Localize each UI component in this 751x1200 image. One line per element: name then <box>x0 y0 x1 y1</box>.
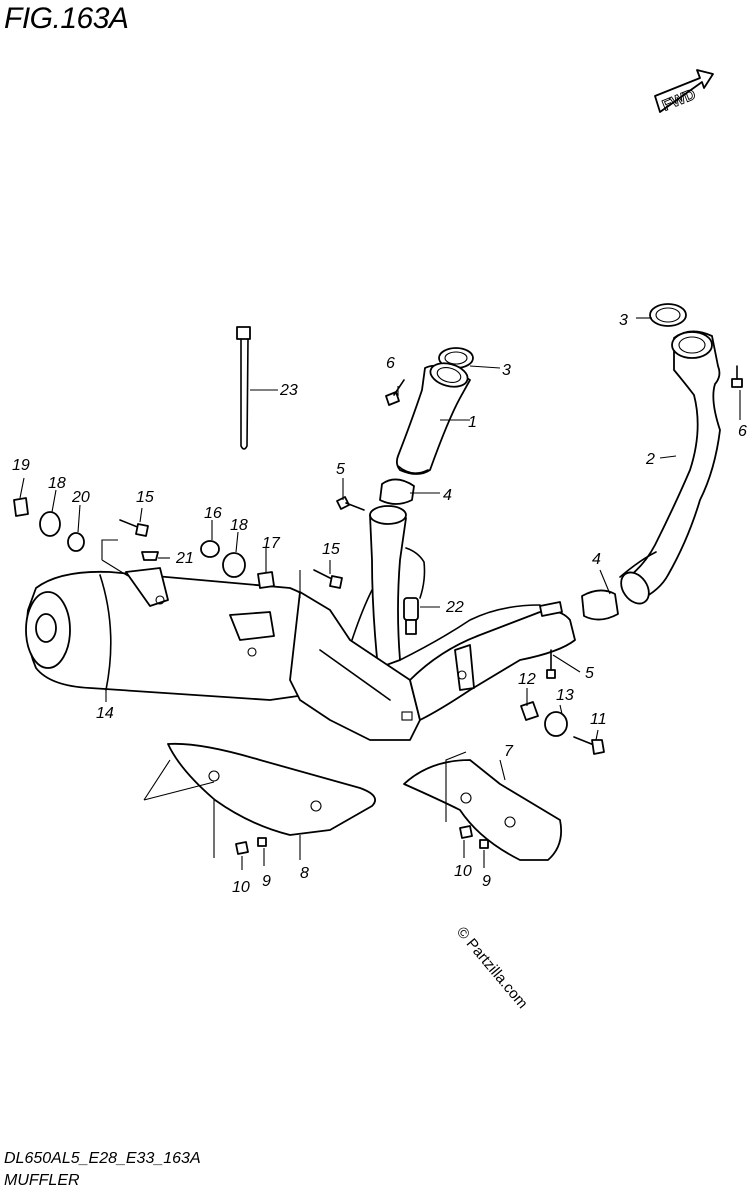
callout-3-center: 3 <box>502 362 511 379</box>
callout-5-right: 5 <box>585 665 594 682</box>
callout-8: 8 <box>300 865 309 882</box>
screw-part-9-left <box>257 837 267 847</box>
grommet-part-18-right <box>222 552 246 578</box>
collar-part-17 <box>257 571 275 589</box>
exhaust-pipe-part-2 <box>619 330 721 605</box>
callout-10-left: 10 <box>232 879 250 896</box>
nut-part-10-left <box>235 841 249 855</box>
grommet-part-13 <box>544 711 568 737</box>
callout-14: 14 <box>96 705 114 722</box>
callout-9-right: 9 <box>482 873 491 890</box>
callout-15-right: 15 <box>322 541 340 558</box>
bolt-part-5-center <box>336 496 365 511</box>
bolt-part-6-right <box>731 365 743 388</box>
figure-name: MUFFLER <box>4 1172 80 1189</box>
callout-17: 17 <box>262 535 281 552</box>
callout-10-right: 10 <box>454 863 472 880</box>
fwd-label: FWD <box>660 86 698 115</box>
callout-11: 11 <box>590 711 607 728</box>
figure-code: DL650AL5_E28_E33_163A <box>4 1150 201 1167</box>
gasket-part-3-right <box>649 303 687 327</box>
heat-shield-part-7 <box>403 759 563 861</box>
nut-part-10-right <box>459 825 473 839</box>
callout-6-right: 6 <box>738 423 747 440</box>
callout-4-right: 4 <box>592 551 601 568</box>
screw-part-9-right <box>479 839 489 849</box>
heat-shield-part-8 <box>167 742 376 836</box>
leader-lines <box>19 317 741 870</box>
muffler-part-14 <box>25 567 341 701</box>
grommet-part-18-left <box>39 511 61 537</box>
gasket-part-4-right <box>581 589 619 621</box>
callout-1: 1 <box>468 414 477 431</box>
washer-part-16 <box>200 540 220 558</box>
callout-3-right: 3 <box>619 312 628 329</box>
bolt-part-15-left <box>119 519 149 537</box>
callout-15-left: 15 <box>136 489 154 506</box>
center-pipe-assembly <box>351 505 541 669</box>
figure-title: FIG.163A <box>4 2 129 35</box>
callout-19: 19 <box>12 457 30 474</box>
callout-9-left: 9 <box>262 873 271 890</box>
callout-18-left: 18 <box>48 475 66 492</box>
callout-2: 2 <box>645 451 655 468</box>
callout-7: 7 <box>504 743 514 760</box>
bolt-part-6-center <box>385 379 405 406</box>
washer-part-20 <box>67 532 85 552</box>
callout-4-center: 4 <box>443 487 452 504</box>
fwd-arrow-icon: FWD <box>654 69 714 115</box>
callout-13: 13 <box>556 687 574 704</box>
callout-16: 16 <box>204 505 222 522</box>
callout-5-center: 5 <box>336 461 345 478</box>
exhaust-pipe-part-1 <box>395 362 471 475</box>
callout-labels: 1 2 3 3 4 4 5 5 6 6 7 8 9 9 10 10 11 12 … <box>12 312 747 896</box>
callout-23: 23 <box>279 382 298 399</box>
bolt-part-19 <box>13 497 29 517</box>
collar-part-12 <box>520 701 539 721</box>
callout-6-center: 6 <box>386 355 395 372</box>
sensor-part-22 <box>403 547 426 635</box>
clip-part-21 <box>141 551 159 561</box>
rear-pipe-section <box>409 601 576 721</box>
callout-21: 21 <box>175 550 194 567</box>
bolt-part-5-right <box>546 649 556 679</box>
gasket-part-4-center <box>379 478 415 505</box>
bolt-part-15-right <box>313 569 343 589</box>
callout-18-right: 18 <box>230 517 248 534</box>
collector-chamber <box>289 591 421 741</box>
cable-tie-part-23 <box>236 326 251 450</box>
callout-20: 20 <box>71 489 90 506</box>
bolt-part-11 <box>573 736 605 755</box>
partzilla-watermark: © Partzilla.com <box>453 924 531 1012</box>
callout-22: 22 <box>445 599 464 616</box>
callout-12: 12 <box>518 671 536 688</box>
